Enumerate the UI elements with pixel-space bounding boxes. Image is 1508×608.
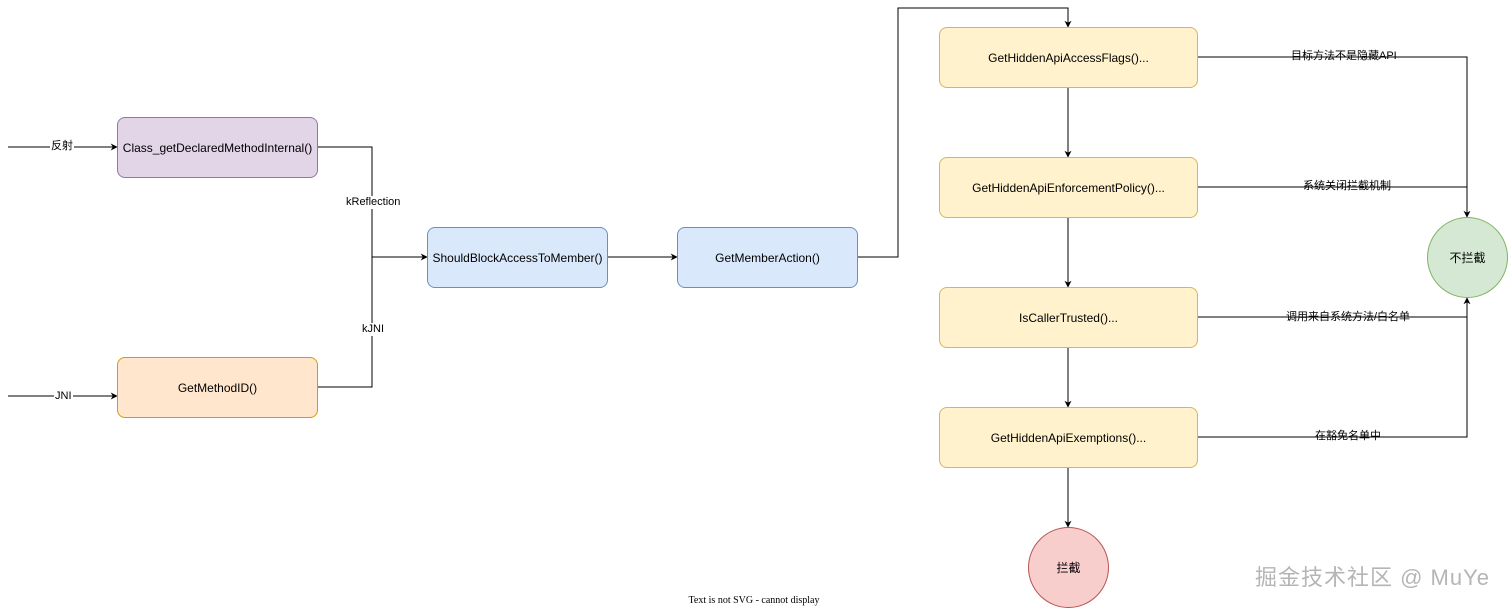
node-class-get-declared-method[interactable]: Class_getDeclaredMethodInternal() xyxy=(117,117,318,178)
node-exemptions-label: GetHiddenApiExemptions()... xyxy=(990,430,1147,445)
node-should-block-access[interactable]: ShouldBlockAccessToMember() xyxy=(427,227,608,288)
node-enforcement-policy-label: GetHiddenApiEnforcementPolicy()... xyxy=(972,180,1165,195)
edge-member-action-to-access-flags xyxy=(858,7,1072,258)
node-intercept[interactable]: 拦截 xyxy=(1028,527,1109,608)
label-not-hidden-api: 目标方法不是隐藏API xyxy=(1291,50,1397,62)
node-not-intercept[interactable]: 不拦截 xyxy=(1427,217,1508,298)
node-access-flags[interactable]: GetHiddenApiAccessFlags()... xyxy=(939,27,1198,88)
node-intercept-label: 拦截 xyxy=(1056,561,1081,575)
node-get-member-action[interactable]: GetMemberAction() xyxy=(677,227,858,288)
label-jni: JNI xyxy=(54,390,73,403)
label-kreflection: kReflection xyxy=(345,196,402,209)
node-get-method-id[interactable]: GetMethodID() xyxy=(117,357,318,418)
node-not-intercept-label: 不拦截 xyxy=(1449,251,1486,265)
node-is-caller-trusted-label: IsCallerTrusted()... xyxy=(1019,310,1118,325)
watermark: 掘金技术社区 @ MuYe xyxy=(1254,565,1490,590)
node-is-caller-trusted[interactable]: IsCallerTrusted()... xyxy=(939,287,1198,348)
node-get-method-id-label: GetMethodID() xyxy=(177,380,258,395)
node-class-get-declared-method-label: Class_getDeclaredMethodInternal() xyxy=(122,140,313,155)
label-caller-whitelist: 调用来自系统方法/白名单 xyxy=(1286,311,1411,323)
node-exemptions[interactable]: GetHiddenApiExemptions()... xyxy=(939,407,1198,468)
label-system-disabled: 系统关闭拦截机制 xyxy=(1303,180,1391,192)
node-enforcement-policy[interactable]: GetHiddenApiEnforcementPolicy()... xyxy=(939,157,1198,218)
edge-not-hidden-api xyxy=(1198,56,1471,218)
edge-in-exemptions xyxy=(1198,317,1468,438)
label-reflection: 反射 xyxy=(50,140,74,153)
node-should-block-access-label: ShouldBlockAccessToMember() xyxy=(432,250,603,265)
svg-fallback-note: Text is not SVG - cannot display xyxy=(688,595,820,606)
label-in-exemptions: 在豁免名单中 xyxy=(1315,430,1381,442)
edge-kreflection xyxy=(318,146,373,257)
label-kjni: kJNI xyxy=(361,323,385,336)
edge-kjni xyxy=(318,257,373,388)
node-access-flags-label: GetHiddenApiAccessFlags()... xyxy=(988,50,1149,65)
node-get-member-action-label: GetMemberAction() xyxy=(715,250,820,265)
